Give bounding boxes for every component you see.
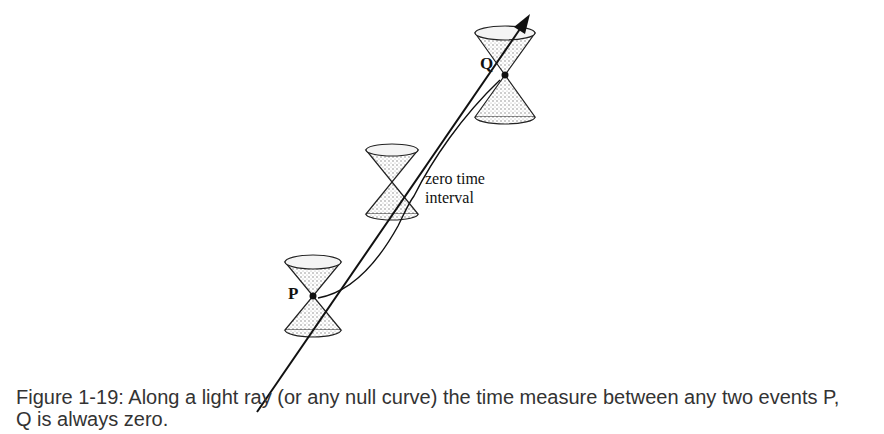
light-cones <box>285 26 535 337</box>
event-point <box>502 72 509 79</box>
light-ray <box>257 26 522 412</box>
arrow-head <box>514 14 530 34</box>
past-cone <box>366 182 418 214</box>
cone-rim <box>366 144 418 156</box>
cone-rim <box>475 117 535 124</box>
cone-rim <box>285 255 341 269</box>
event-label: Q <box>480 54 493 74</box>
event-point <box>310 293 317 300</box>
figure-caption: Figure 1-19: Along a light ray (or any n… <box>16 386 856 430</box>
event-label: P <box>288 284 298 304</box>
interval-note: zero time interval <box>425 169 517 207</box>
